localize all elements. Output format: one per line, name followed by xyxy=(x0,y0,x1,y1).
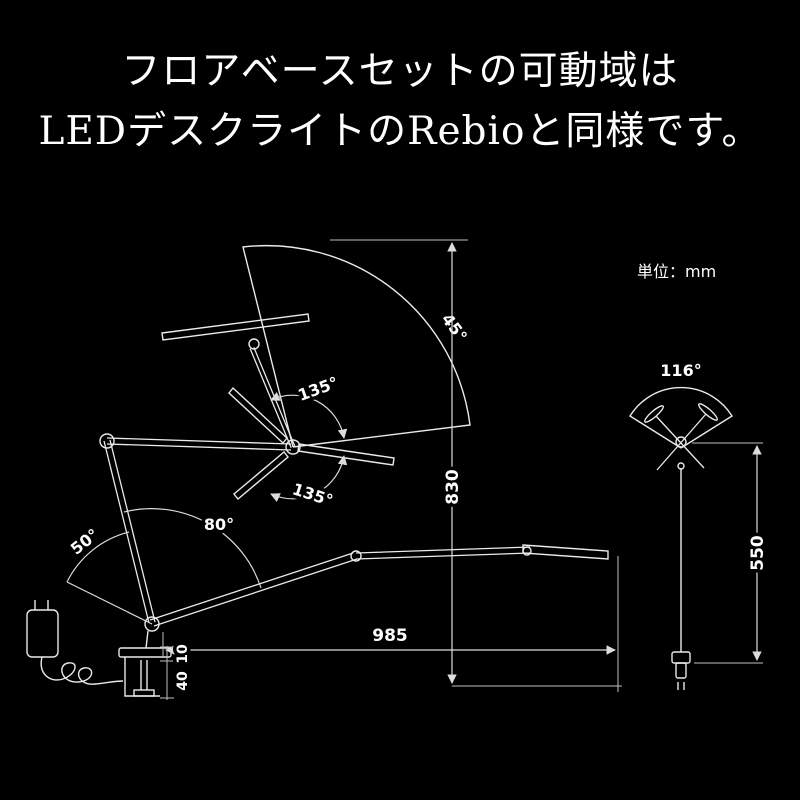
head-rotation-arc-lower xyxy=(270,455,348,502)
desk-lamp-dimensions: 830 985 10 40 xyxy=(160,239,622,700)
head-rotation-arc-upper xyxy=(270,392,348,439)
dim-line-clamp xyxy=(160,646,174,700)
dim-label-830: 830 xyxy=(443,469,463,505)
floor-head-fan xyxy=(629,386,733,449)
lowered-elbow-joint xyxy=(350,550,362,562)
floor-head-bar-left xyxy=(644,405,664,423)
elbow-joint xyxy=(99,433,115,449)
floor-head-bar-right xyxy=(698,403,718,421)
first-arm-arc-80 xyxy=(123,508,262,589)
first-arm-raised xyxy=(103,439,156,624)
lamp-head-top xyxy=(161,313,310,341)
dim-label-10: 10 xyxy=(175,644,191,664)
middle-joint xyxy=(285,439,301,455)
angle-label-50: 50° xyxy=(67,525,103,559)
headline-line-2: LEDデスクライトのRebioと同様です。 xyxy=(38,109,762,154)
angle-label-80: 80° xyxy=(204,515,234,534)
base-stem xyxy=(145,630,149,649)
upper-arm-sweep-fan xyxy=(242,244,471,448)
desk-lamp-diagram: 45° 135° 135° 80° 50° xyxy=(26,244,609,697)
angle-label-45: 45° xyxy=(438,310,471,346)
forearm-lowered xyxy=(355,546,531,560)
middle-arm xyxy=(106,437,292,451)
first-arm-arc-50 xyxy=(66,531,130,583)
angle-label-116: 116° xyxy=(660,361,701,380)
headline-line-1: フロアベースセットの可動域は xyxy=(121,49,679,94)
floor-head-cross-arms xyxy=(655,413,707,471)
plug-prongs xyxy=(34,600,49,610)
power-cord xyxy=(40,656,124,685)
dim-label-550: 550 xyxy=(748,535,768,571)
far-right-head-pivot xyxy=(522,546,532,556)
floor-lamp-diagram: 116° 550 xyxy=(629,358,772,690)
pole-base-pins xyxy=(677,682,685,690)
floor-head-joint xyxy=(675,436,687,448)
first-arm-lowered xyxy=(149,552,358,627)
pole-base-lower xyxy=(675,662,687,679)
headline: フロアベースセットの可動域は LEDデスクライトのRebioと同様です。 xyxy=(0,42,800,162)
lamp-head-up-left xyxy=(228,386,288,445)
clamp-foot xyxy=(133,689,155,697)
pole-base-upper xyxy=(671,651,691,664)
clamp-screw xyxy=(140,660,148,690)
lamp-head-far-right xyxy=(522,544,609,560)
top-head-pivot xyxy=(248,338,260,350)
first-arm-left-edge xyxy=(66,581,153,625)
lamp-head-down-left xyxy=(233,451,289,500)
dim-label-40: 40 xyxy=(175,671,191,691)
dim-label-985: 985 xyxy=(372,626,408,646)
unit-label: 単位：mm xyxy=(637,262,716,281)
lamp-head-right xyxy=(297,443,395,466)
angle-label-135-upper: 135° xyxy=(295,373,340,405)
ac-adapter xyxy=(26,609,59,658)
